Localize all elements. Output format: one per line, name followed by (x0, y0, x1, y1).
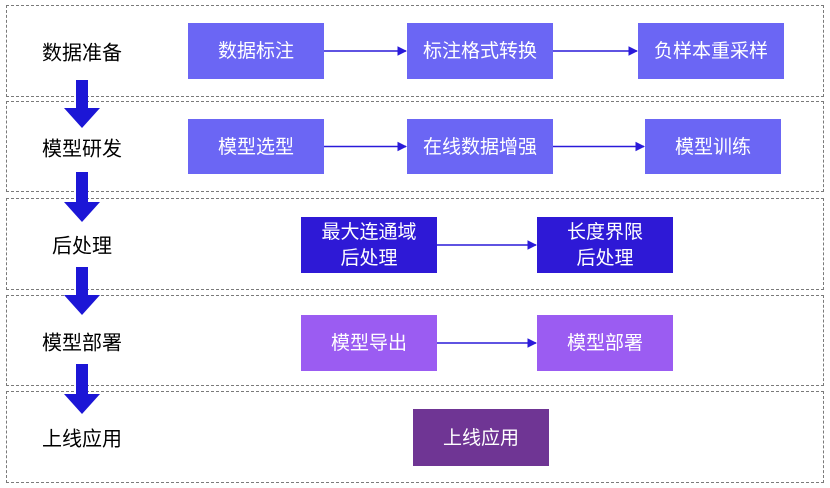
stage-panel (6, 5, 824, 97)
stage-label: 模型部署 (42, 330, 122, 355)
process-box: 数据标注 (188, 23, 324, 79)
stage-label: 上线应用 (42, 426, 122, 451)
process-box-text: 模型选型 (217, 135, 294, 158)
process-box-text: 数据标注 (217, 40, 294, 62)
stage-panel (6, 391, 824, 483)
stage-label: 后处理 (52, 233, 112, 258)
process-box-text: 模型导出 (330, 332, 407, 354)
process-box-text: 最大连通域 (321, 221, 417, 243)
process-box: 负样本重采样 (638, 23, 784, 79)
stage-label: 数据准备 (42, 40, 122, 65)
process-box: 标注格式转换 (407, 23, 553, 79)
stage-label: 模型研发 (42, 136, 122, 161)
stage-panel (6, 101, 824, 192)
process-box-text: 模型训练 (674, 135, 751, 158)
process-box: 在线数据增强 (407, 119, 553, 174)
process-box-text: 负样本重采样 (653, 40, 768, 62)
process-box: 模型部署 (537, 315, 673, 371)
process-box-text: 后处理 (576, 247, 634, 269)
process-box-text: 在线数据增强 (422, 135, 537, 158)
process-box: 最大连通域后处理 (301, 217, 437, 273)
process-box-text: 上线应用 (442, 426, 519, 449)
process-box-text: 长度界限 (566, 221, 643, 243)
process-box: 长度界限后处理 (537, 217, 673, 273)
process-box: 模型导出 (301, 315, 437, 371)
process-box-text: 后处理 (340, 247, 398, 269)
stage-panel (6, 198, 824, 290)
process-box: 模型训练 (645, 119, 781, 174)
process-box-text: 标注格式转换 (422, 40, 537, 62)
process-box: 模型选型 (188, 119, 324, 174)
process-box: 上线应用 (413, 409, 549, 466)
process-box-text: 模型部署 (566, 332, 643, 354)
stage-panel (6, 295, 824, 386)
